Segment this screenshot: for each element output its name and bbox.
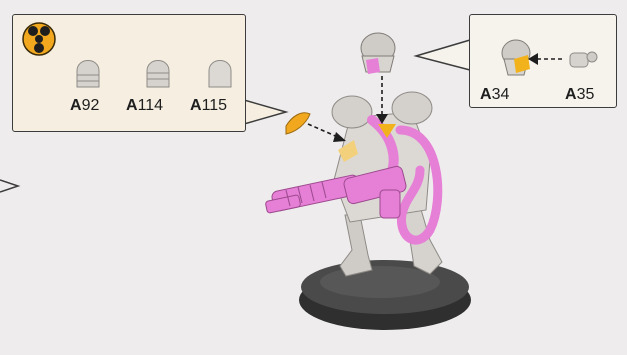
floating-head bbox=[361, 33, 395, 74]
part-label-a114: A114 bbox=[126, 97, 163, 115]
part-label-a92: A92 bbox=[70, 97, 99, 115]
miniature-base bbox=[299, 260, 471, 330]
hazard-radiation-icon bbox=[23, 23, 55, 55]
helmet-a34 bbox=[502, 40, 530, 75]
offpage-pointer bbox=[0, 180, 18, 192]
part-label-a115: A115 bbox=[190, 97, 227, 115]
part-label-a34: A34 bbox=[480, 86, 509, 104]
helmet-a92 bbox=[77, 61, 99, 88]
floating-arm-piece bbox=[286, 113, 310, 134]
helmet-a114 bbox=[147, 61, 169, 88]
right-callout-tail bbox=[416, 40, 470, 70]
left-callout-tail bbox=[244, 100, 286, 124]
part-a35 bbox=[570, 52, 597, 67]
helmet-a115 bbox=[209, 61, 231, 88]
part-label-a35: A35 bbox=[565, 86, 594, 104]
